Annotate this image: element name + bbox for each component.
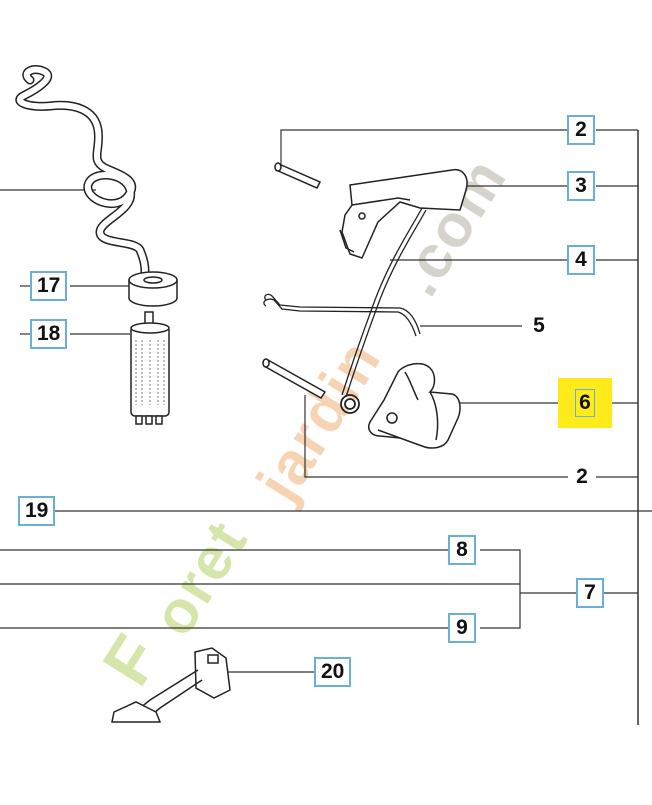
- spring-drawing: [340, 394, 360, 414]
- callout-4: 4: [567, 245, 595, 275]
- grommet-drawing: [128, 271, 178, 307]
- pin-top-drawing: [274, 162, 322, 189]
- callout-18: 18: [30, 319, 68, 349]
- callout-5-label: 5: [533, 314, 545, 337]
- callout-4-label: 4: [575, 248, 587, 271]
- choke-rod-drawing: [263, 293, 421, 337]
- pin-bottom-drawing: [262, 358, 327, 399]
- svg-text:F: F: [88, 621, 176, 698]
- callout-18-label: 18: [37, 322, 61, 345]
- callout-6-highlighted: 6: [558, 378, 612, 428]
- callout-6-label: 6: [575, 389, 595, 417]
- throttle-rod-drawing: [341, 207, 427, 398]
- callout-8: 8: [448, 535, 476, 565]
- fuel-hose-drawing: [15, 65, 150, 277]
- callout-7: 7: [576, 578, 604, 608]
- callout-20: 20: [314, 657, 352, 687]
- callout-2-top-label: 2: [575, 118, 587, 141]
- callout-17: 17: [30, 271, 68, 301]
- throttle-lockout-drawing: [368, 362, 461, 449]
- svg-text:oret: oret: [139, 508, 260, 646]
- callout-9: 9: [448, 613, 476, 643]
- handle-part-drawing: [111, 647, 231, 723]
- callout-20-label: 20: [321, 660, 345, 683]
- callout-2-bottom: 2: [568, 462, 596, 492]
- callout-3-label: 3: [575, 174, 587, 197]
- callout-17-label: 17: [37, 274, 61, 297]
- callout-8-label: 8: [456, 538, 468, 561]
- callout-2-top: 2: [567, 115, 595, 145]
- callout-9-label: 9: [456, 616, 468, 639]
- throttle-trigger-drawing: [339, 168, 468, 259]
- fuel-filter-drawing: [130, 311, 170, 425]
- callout-3: 3: [567, 171, 595, 201]
- callout-19-label: 19: [25, 499, 49, 522]
- callout-5: 5: [525, 311, 553, 341]
- callout-19: 19: [18, 496, 56, 526]
- callout-2-bottom-label: 2: [576, 465, 588, 488]
- callout-7-label: 7: [584, 581, 596, 604]
